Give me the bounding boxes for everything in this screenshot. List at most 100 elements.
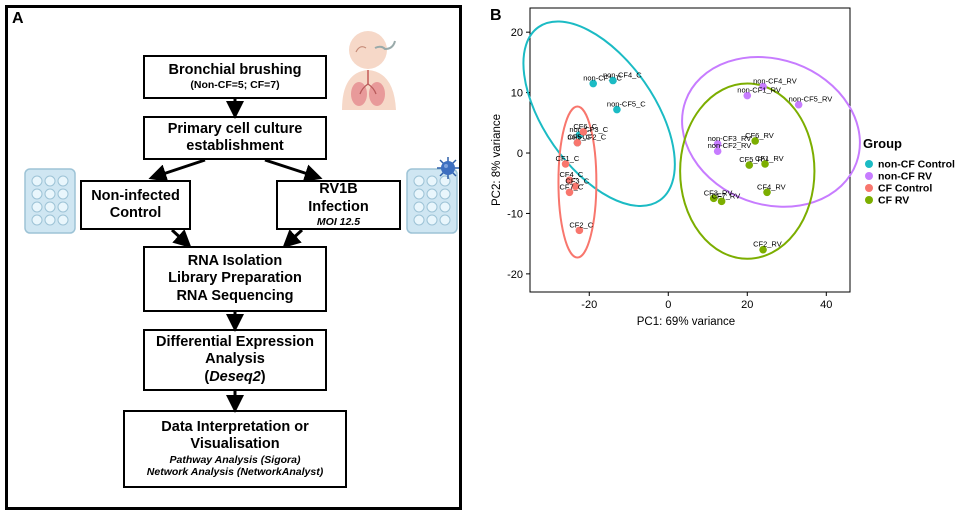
data-point (565, 176, 574, 185)
x-tick-label: 40 (820, 299, 832, 311)
arrow-infection-rna (282, 228, 304, 249)
data-point (759, 245, 767, 254)
point-label: non-CF1_C (583, 74, 622, 83)
point-label: CF3_C (565, 176, 589, 185)
data-point (759, 82, 767, 91)
data-point (743, 91, 752, 100)
legend-label: CF RV (878, 195, 909, 207)
data-point (717, 197, 726, 206)
data-point (745, 161, 754, 169)
point-label: CF4_RV (757, 182, 786, 191)
x-tick-label: 20 (741, 299, 753, 311)
rv1b-moi: MOI 12.5 (316, 216, 361, 229)
point-label: non-CF4_C (603, 71, 642, 80)
rna-sequencing-box: RNA Isolation Library Preparation RNA Se… (143, 246, 327, 312)
cell-culture-line1: Primary cell culture (167, 120, 303, 137)
point-label: non-CF2_RV (708, 141, 752, 150)
point-label: CF7_C (560, 182, 584, 191)
de-tool: Deseq2 (209, 368, 261, 385)
virus-icon (437, 157, 459, 179)
point-label: CF1_RV (755, 154, 784, 163)
de-line2: Analysis (205, 351, 265, 368)
point-label: CF6_RV (745, 131, 774, 140)
de-paren-close: ) (260, 368, 266, 385)
point-label: CF2_RV (753, 240, 782, 249)
legend-label: non-CF Control (878, 159, 955, 171)
legend-swatch (865, 172, 873, 180)
x-tick-label: 0 (665, 299, 671, 311)
confidence-ellipse (557, 105, 598, 259)
flow-arrows (148, 99, 323, 413)
rna-line1: RNA Isolation (187, 252, 283, 269)
y-tick-label: -20 (507, 269, 523, 281)
child-lungs-icon (342, 31, 396, 110)
data-interpretation-box: Data Interpretation or Visualisation Pat… (123, 410, 347, 488)
data-point (609, 76, 617, 85)
data-point (794, 100, 803, 109)
data-point (709, 194, 718, 203)
x-axis-label: PC1: 69% variance (637, 316, 735, 328)
y-tick-label: 0 (517, 148, 523, 160)
data-point (575, 226, 584, 235)
point-label: non-CF4_RV (753, 77, 797, 86)
interp-network: Network Analysis (NetworkAnalyst) (146, 466, 324, 479)
point-label: CF4_C (560, 170, 584, 179)
interp-line2: Visualisation (190, 436, 280, 453)
confidence-ellipse (679, 82, 816, 260)
interp-line1: Data Interpretation or (161, 419, 309, 436)
point-label: non-CF1_RV (737, 86, 781, 95)
confidence-ellipse (681, 55, 861, 208)
point-label: CF5_RV (739, 155, 768, 164)
data-point (713, 147, 722, 156)
y-axis-label: PC2: 8% variance (491, 114, 503, 206)
de-line1: Differential Expression (156, 333, 314, 350)
panel-a-letter: A (12, 10, 24, 27)
arrow-control-rna (170, 228, 192, 249)
point-label: non-CF5_RV (789, 95, 833, 104)
non-infected-control-box: Non-infected Control (80, 180, 191, 230)
data-point (565, 188, 574, 197)
data-point (561, 160, 570, 168)
bronchial-brushing-counts: (Non-CF=5; CF=7) (190, 79, 280, 92)
point-label: non-CF3_C (569, 125, 608, 134)
non-infected-line1: Non-infected (91, 187, 180, 204)
bronchial-brushing-title: Bronchial brushing (168, 62, 302, 78)
point-label: CF2_C (569, 220, 593, 229)
panel-b-letter: B (490, 7, 502, 24)
data-point (713, 140, 722, 148)
legend-label: non-CF RV (878, 171, 932, 183)
rv1b-infection-box: RV1B Infection MOI 12.5 (276, 180, 401, 230)
data-point (571, 182, 580, 191)
rv1b-line2: Infection (308, 198, 369, 215)
y-tick-label: 20 (511, 27, 523, 39)
point-label: non-CF5_C (607, 100, 646, 109)
rna-line3: RNA Sequencing (176, 287, 294, 304)
legend-swatch (865, 196, 873, 204)
point-label: CF3_RV (704, 188, 733, 197)
legend-swatch (865, 184, 873, 192)
point-label: CF6_C (573, 122, 597, 131)
data-point (589, 79, 598, 88)
bronchial-brushing-box: Bronchial brushing (Non-CF=5; CF=7) (143, 55, 327, 99)
confidence-ellipse (522, 20, 676, 207)
arrow-culture-infection (264, 158, 323, 182)
plot-frame (529, 7, 851, 293)
data-point (573, 138, 582, 147)
non-infected-line2: Control (109, 205, 162, 221)
point-label: CF7_RV (712, 191, 741, 200)
y-tick-label: -10 (507, 208, 523, 220)
well-plate-icon (24, 168, 76, 234)
data-point (613, 105, 621, 114)
data-point (761, 160, 769, 168)
point-label: CF1_C (556, 154, 580, 163)
data-point (579, 128, 588, 136)
legend-label: CF Control (878, 183, 932, 195)
data-point (763, 188, 771, 197)
de-paren-open: ( (204, 368, 210, 385)
cell-culture-line2: establishment (186, 138, 284, 154)
panel-a-frame (5, 5, 462, 510)
arrow-culture-control (148, 158, 206, 182)
